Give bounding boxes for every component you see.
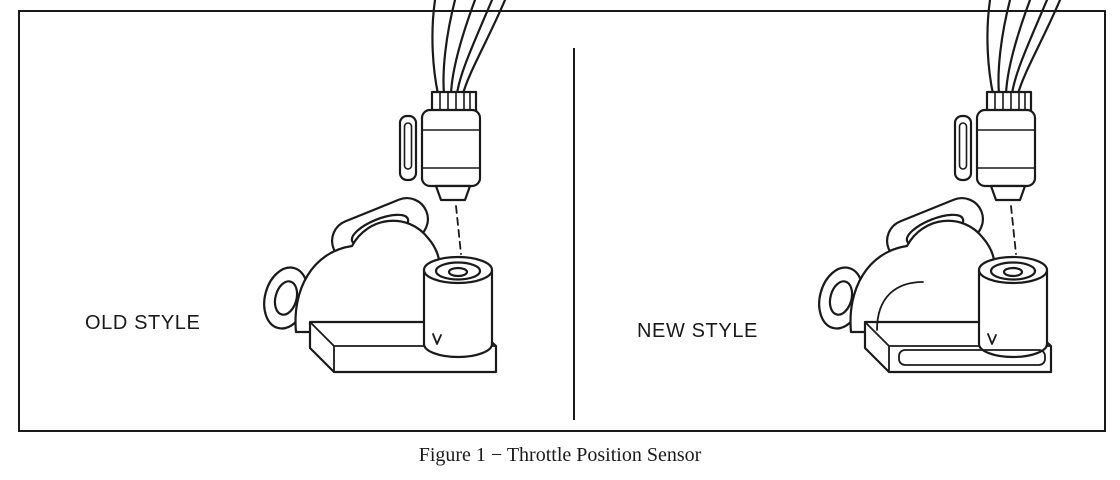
panel-new-style: NEW STYLE	[20, 12, 1104, 430]
new-style-sensor-illustration	[785, 0, 1065, 415]
panel-divider	[573, 48, 575, 420]
new-style-label: NEW STYLE	[637, 320, 758, 342]
old-style-sensor-illustration	[230, 0, 510, 415]
figure-border: OLD STYLE NEW STYLE	[18, 10, 1106, 432]
new-style-channel-detail	[876, 281, 1046, 366]
old-style-label: OLD STYLE	[85, 312, 201, 334]
figure-caption: Figure 1 − Throttle Position Sensor	[418, 444, 702, 466]
panel-old-style: OLD STYLE	[20, 12, 1104, 430]
